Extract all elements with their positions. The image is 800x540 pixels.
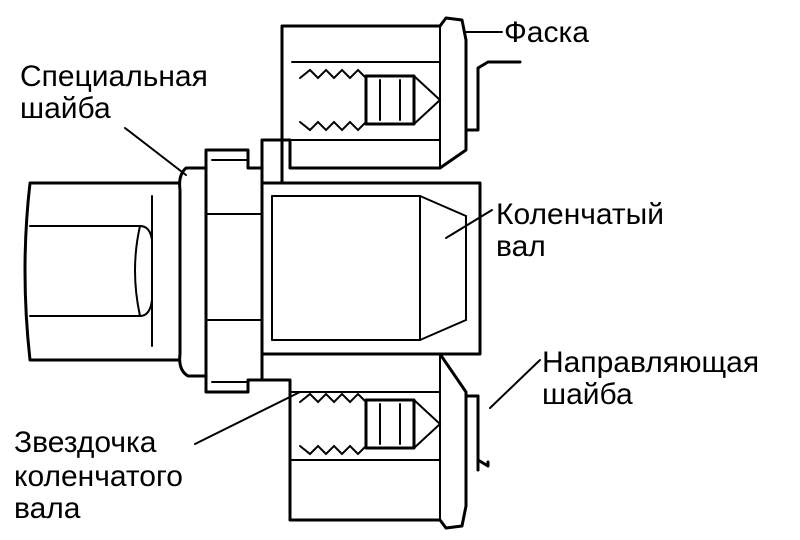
bolt-head [23, 181, 188, 362]
leader-guide-washer [489, 359, 541, 409]
label-sprocket-line2: коленчатого [14, 460, 183, 493]
label-sprocket-line3: вала [14, 492, 81, 525]
label-special-washer-line2: шайба [20, 92, 111, 125]
label-special-washer-line1: Специальная [20, 60, 208, 93]
label-guide-washer-line1: Направляющая [542, 346, 759, 379]
leader-special-washer [124, 127, 187, 176]
sprocket-lower [260, 352, 468, 530]
bolt-collar [204, 148, 264, 394]
crankshaft [260, 181, 482, 356]
label-sprocket-line1: Звездочка [14, 426, 157, 459]
special-washer [178, 166, 208, 378]
label-crankshaft-line1: Коленчатый [496, 198, 664, 231]
label-guide-washer-line2: шайба [542, 378, 633, 411]
sprocket-upper [260, 16, 468, 185]
label-crankshaft-line2: вал [496, 230, 546, 263]
leader-crankshaft [445, 209, 493, 239]
label-chamfer: Фаска [504, 16, 589, 49]
leader-sprocket [194, 391, 301, 445]
guide-washer-upper [464, 60, 522, 132]
